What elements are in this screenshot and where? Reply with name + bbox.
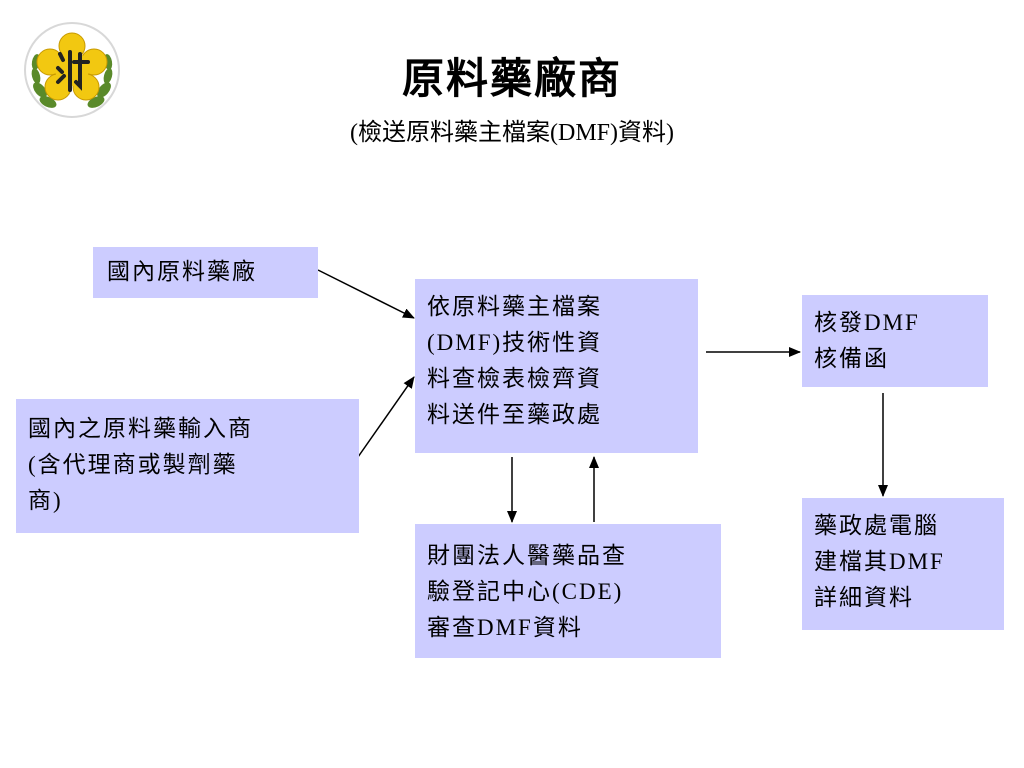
box-database-filing: 藥政處電腦 建檔其DMF 詳細資料 (802, 498, 1004, 630)
arrow-importer-to-submission (357, 376, 415, 458)
box-domestic-manufacturer: 國內原料藥廠 (93, 247, 318, 298)
page-title: 原料藥廠商 (401, 54, 622, 103)
government-emblem-icon (24, 22, 120, 118)
box-dmf-submission: 依原料藥主檔案 (DMF)技術性資 料查檢表檢齊資 料送件至藥政處 (415, 279, 698, 453)
box-domestic-importer: 國內之原料藥輸入商 (含代理商或製劑藥 商) (16, 399, 359, 533)
box-issue-letter: 核發DMF 核備函 (802, 295, 988, 387)
box-cde-review: 財團法人醫藥品查 驗登記中心(CDE) 審查DMF資料 (415, 524, 721, 658)
arrow-manufacturer-to-submission (317, 269, 415, 319)
page-subtitle: (檢送原料藥主檔案(DMF)資料) (350, 120, 674, 146)
emblem-mark-icon (56, 50, 90, 92)
